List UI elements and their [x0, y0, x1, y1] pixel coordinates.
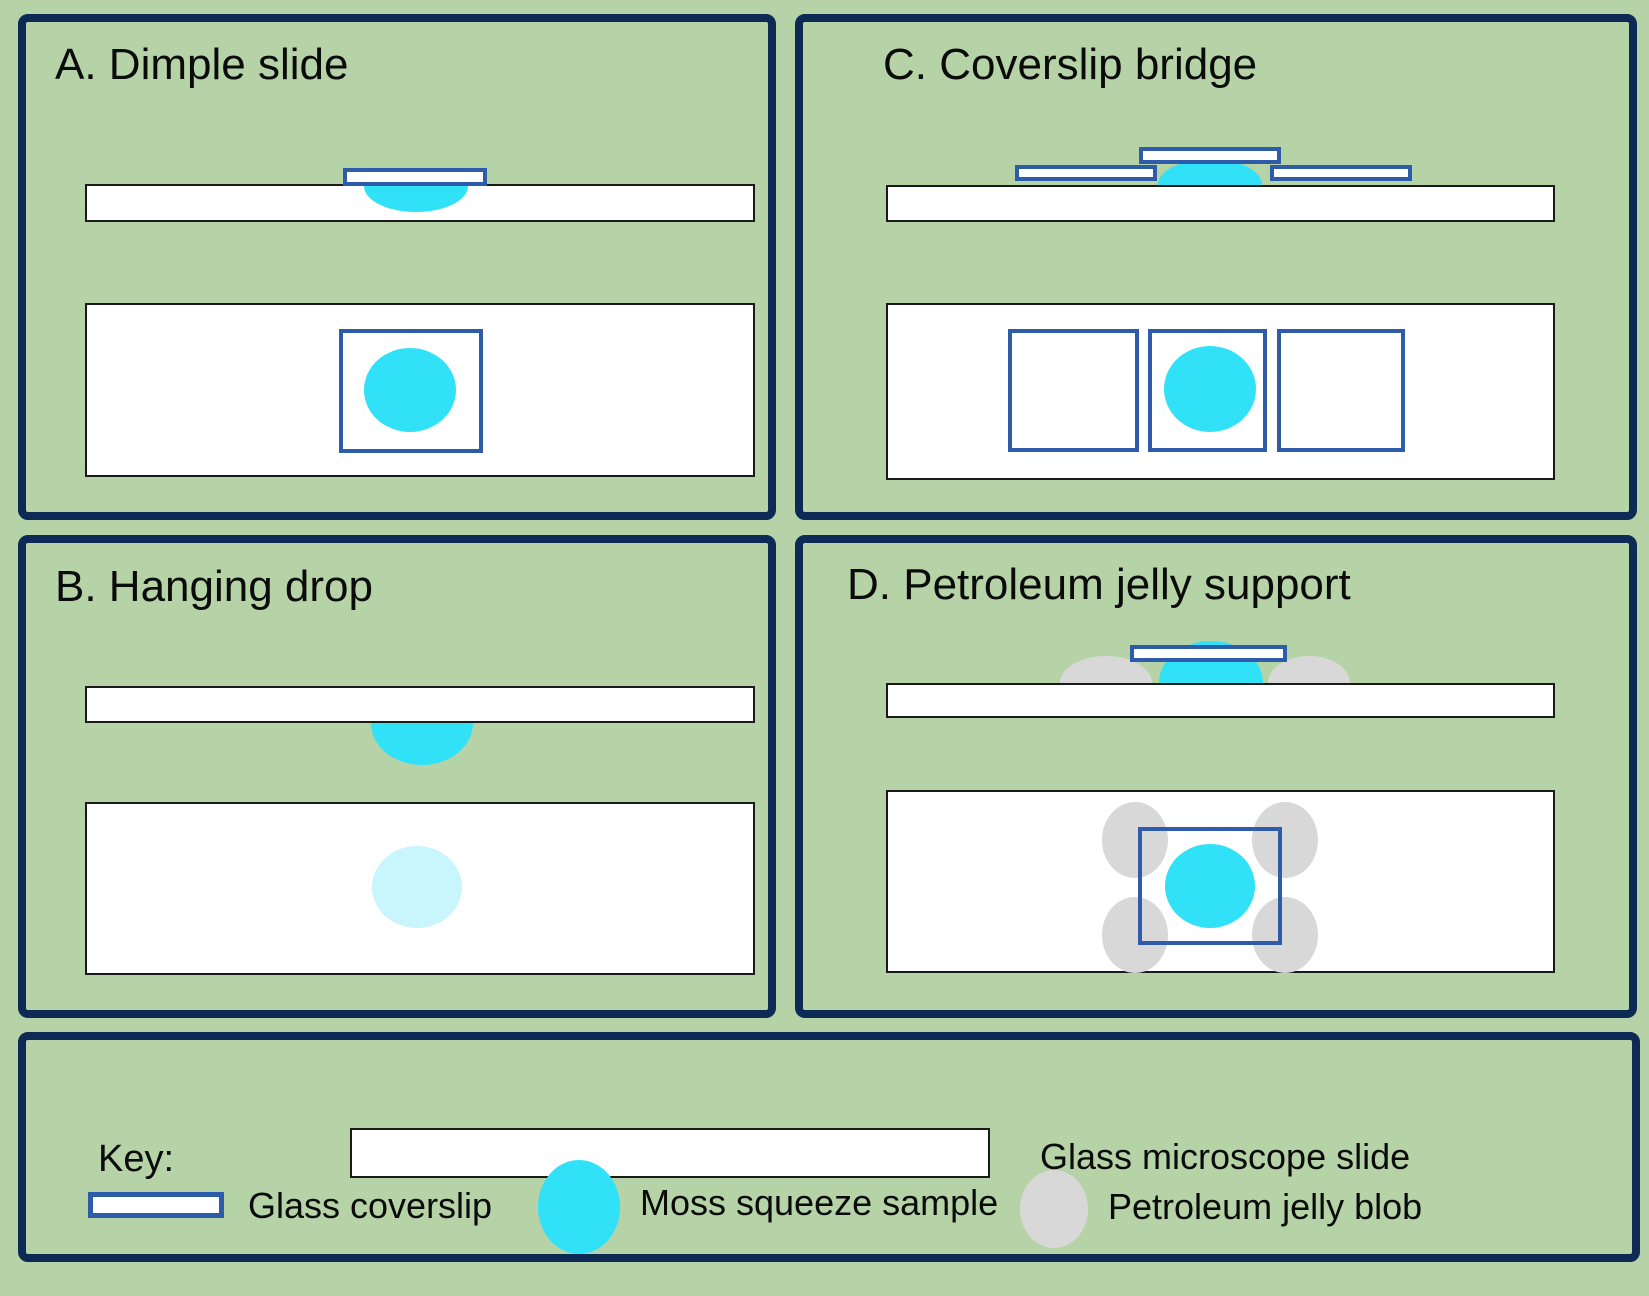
hanging-drop [371, 723, 473, 766]
petroleum-jelly-blob-swatch [1020, 1170, 1088, 1248]
moss-squeeze-sample-label: Moss squeeze sample [640, 1182, 999, 1223]
panel-b-hanging-drop: B. Hanging drop [18, 535, 776, 1018]
moss-sample-top-view [1164, 346, 1256, 432]
moss-sample-blob [371, 723, 473, 765]
petroleum-jelly-blob-label: Petroleum jelly blob [1108, 1186, 1423, 1227]
panel-d-title: D. Petroleum jelly support [847, 560, 1351, 609]
moss-sample-top-view [364, 348, 456, 432]
jelly-blob-top-left [1102, 802, 1168, 878]
glass-coverslip-swatch [88, 1192, 224, 1218]
moss-squeeze-sample-swatch [538, 1160, 620, 1254]
microscope-slide-side-view [886, 683, 1555, 718]
panel-d-petroleum-jelly-support: D. Petroleum jelly support [795, 535, 1637, 1018]
glass-microscope-slide-swatch [350, 1128, 990, 1178]
coverslip-outline-top-view [1138, 827, 1282, 945]
moss-sample-in-dimple [364, 186, 468, 212]
jelly-blob-bottom-left [1102, 897, 1168, 973]
coverslip-side-view [1130, 645, 1287, 662]
key-label: Key: [98, 1138, 175, 1180]
bridge-coverslip-outline-top-view [1148, 329, 1267, 452]
microscope-slide-side-view [85, 686, 755, 723]
glass-coverslip-label: Glass coverslip [248, 1185, 493, 1226]
right-support-coverslip-side-view [1270, 165, 1412, 181]
panel-b-title: B. Hanging drop [55, 562, 373, 611]
microscope-slide-side-view [886, 185, 1555, 222]
panel-c-title: C. Coverslip bridge [883, 40, 1258, 89]
jelly-blob-bottom-right [1252, 897, 1318, 973]
coverslip-side-view [343, 168, 487, 186]
panel-a-title: A. Dimple slide [55, 40, 349, 89]
moss-sample-seen-through-slide [372, 846, 462, 928]
left-support-coverslip-side-view [1015, 165, 1157, 181]
right-coverslip-outline-top-view [1277, 329, 1405, 452]
key-panel: Key: Glass microscope slide Glass covers… [18, 1032, 1640, 1262]
panel-a-dimple-slide: A. Dimple slide [18, 14, 776, 520]
bridge-coverslip-side-view [1139, 147, 1281, 164]
panel-c-coverslip-bridge: C. Coverslip bridge [795, 14, 1637, 520]
coverslip-outline-top-view [339, 329, 483, 453]
moss-sample-top-view [1165, 844, 1255, 928]
jelly-blob-top-right [1252, 802, 1318, 878]
left-coverslip-outline-top-view [1008, 329, 1139, 452]
moss-sample-blob [364, 186, 468, 212]
glass-microscope-slide-label: Glass microscope slide [1040, 1136, 1411, 1177]
